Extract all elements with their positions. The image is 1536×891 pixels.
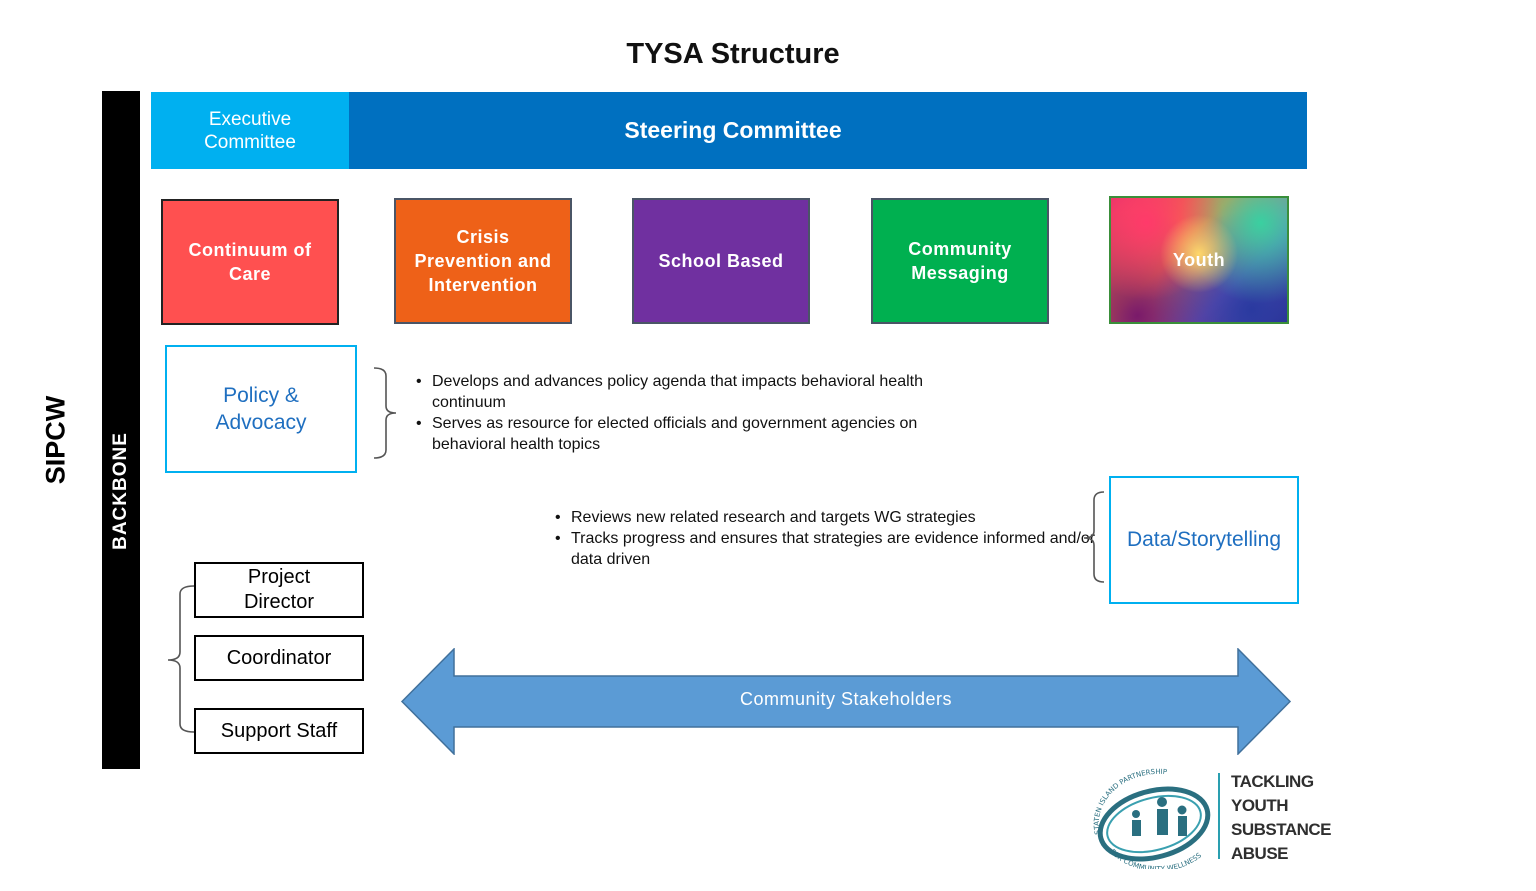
policy-bullets: Develops and advances policy agenda that… [416, 371, 972, 455]
workgroup-community-messaging: Community Messaging [871, 198, 1049, 324]
tysa-logo: STATEN ISLAND PARTNERSHIP FOR COMMUNITY … [1093, 768, 1211, 869]
logo-divider [1218, 773, 1220, 859]
backbone-label: BACKBONE [110, 432, 131, 550]
sipcw-label: SIPCW [40, 395, 71, 485]
policy-brace [373, 367, 397, 459]
logo-line: YOUTH [1231, 796, 1289, 815]
staff-brace [167, 585, 195, 733]
project-director-box: Project Director [194, 562, 364, 618]
executive-committee-box: Executive Committee [151, 92, 349, 169]
policy-bullet: Develops and advances policy agenda that… [416, 371, 972, 413]
backbone-bar: BACKBONE [102, 91, 140, 769]
logo-text: TACKLING YOUTH SUBSTANCE ABUSE [1231, 770, 1332, 866]
data-bullet: Tracks progress and ensures that strateg… [555, 528, 1111, 570]
policy-advocacy-box: Policy & Advocacy [165, 345, 357, 473]
data-bullets: Reviews new related research and targets… [555, 507, 1111, 570]
workgroup-continuum-of-care: Continuum of Care [161, 199, 339, 325]
community-stakeholders-arrow [400, 648, 1292, 755]
support-staff-box: Support Staff [194, 708, 364, 754]
workgroup-youth: Youth [1109, 196, 1289, 324]
workgroup-crisis-prevention: Crisis Prevention and Intervention [394, 198, 572, 324]
workgroup-school-based: School Based [632, 198, 810, 324]
data-brace [1083, 491, 1105, 583]
policy-bullet: Serves as resource for elected officials… [416, 413, 972, 455]
community-stakeholders-label: Community Stakeholders [739, 689, 953, 709]
steering-committee-box: Steering Committee [349, 92, 1307, 169]
data-storytelling-box: Data/Storytelling [1109, 476, 1299, 604]
page-title: TYSA Structure [626, 38, 840, 70]
data-bullet: Reviews new related research and targets… [555, 507, 1111, 528]
logo-line: SUBSTANCE [1231, 820, 1332, 839]
logo-line: ABUSE [1231, 844, 1289, 863]
logo-line: TACKLING [1231, 772, 1314, 791]
coordinator-box: Coordinator [194, 635, 364, 681]
